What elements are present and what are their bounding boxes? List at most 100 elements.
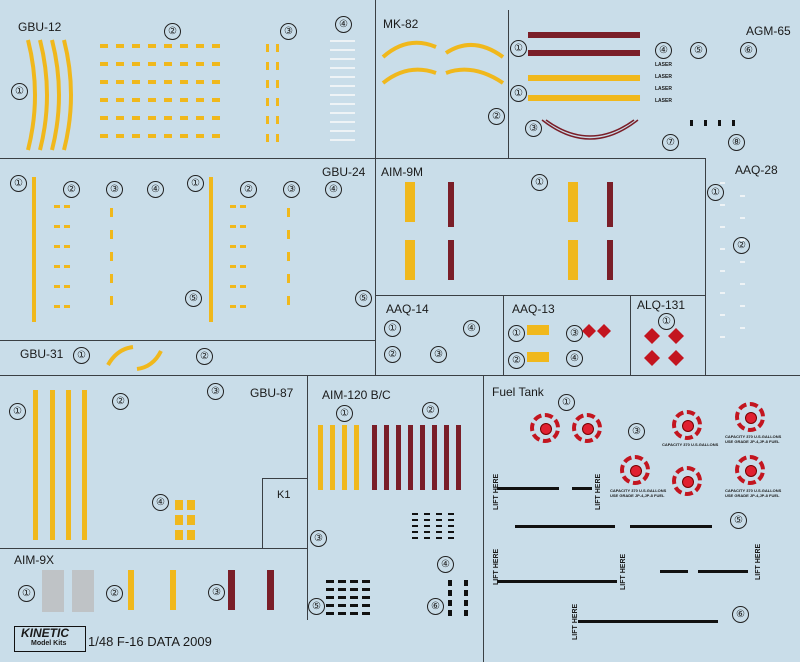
gbu24-stripe-decal xyxy=(287,230,290,239)
marker: ③ xyxy=(628,423,645,440)
aaq28-small-decal xyxy=(740,305,745,307)
laser-decal: LASER xyxy=(655,98,672,104)
marker: ① xyxy=(10,175,27,192)
gbu12-stripe-decal xyxy=(266,62,269,70)
alq131-warning-decals xyxy=(644,328,684,366)
gbu24-stripe-decal xyxy=(287,208,290,217)
gbu12-small-decal xyxy=(212,134,220,138)
gbu24-stripe xyxy=(209,177,213,322)
k1-label: K1 xyxy=(277,489,291,501)
gbu24-small-decal xyxy=(64,265,70,268)
gbu12-stripe-decal xyxy=(276,62,279,70)
aim120-small-decal xyxy=(448,590,452,596)
marker: ③ xyxy=(525,120,542,137)
divider xyxy=(307,375,308,620)
gbu24-small-decal xyxy=(54,245,60,248)
marker: ⑥ xyxy=(740,42,757,59)
gbu12-small-decal xyxy=(116,98,124,102)
gbu12-small-decal xyxy=(132,62,140,66)
gbu24-stripe-decal xyxy=(110,274,113,283)
marker: ① xyxy=(384,320,401,337)
aim120-text-decal xyxy=(448,513,454,515)
aim9m-band-red xyxy=(448,240,454,280)
laser-decal: LASER xyxy=(655,74,672,80)
aim120-text-decal xyxy=(326,596,334,599)
lift-label: LIFT HERE xyxy=(620,554,627,590)
marker: ④ xyxy=(566,350,583,367)
aim9x-band-red xyxy=(267,570,274,610)
aim9m-band xyxy=(568,182,578,222)
aim120-text-decal xyxy=(424,537,430,539)
marker: ② xyxy=(384,346,401,363)
gbu24-small-decal xyxy=(230,205,236,208)
sheet-title: 1/48 F-16 DATA 2009 xyxy=(88,634,212,649)
divider xyxy=(262,478,307,479)
aim120-band-red xyxy=(456,425,461,490)
marker: ① xyxy=(558,394,575,411)
aim120-text-decal xyxy=(350,604,358,607)
gbu12-small-decal xyxy=(100,44,108,48)
aim120-text-decal xyxy=(338,588,346,591)
aim120-band-red xyxy=(372,425,377,490)
aim120-band-red xyxy=(396,425,401,490)
aaq28-small-decal xyxy=(720,270,725,272)
gbu12-small-decal xyxy=(164,116,172,120)
gbu12-small-decal xyxy=(148,80,156,84)
marker: ④ xyxy=(152,494,169,511)
gbu12-text-decal xyxy=(330,139,355,141)
gbu12-small-decal xyxy=(148,44,156,48)
gbu24-stripe xyxy=(32,177,36,322)
marker: ① xyxy=(18,585,35,602)
marker: ③ xyxy=(106,181,123,198)
lift-bar xyxy=(497,487,559,490)
title-gbu12: GBU-12 xyxy=(18,20,62,34)
gbu12-small-decal xyxy=(212,62,220,66)
aim120-text-decal xyxy=(412,531,418,533)
agm65-band-yellow xyxy=(528,75,640,81)
gbu12-stripe-decal xyxy=(276,134,279,142)
aaq28-small-decal xyxy=(720,336,725,338)
gbu87-stripe xyxy=(82,390,87,540)
marker: ② xyxy=(488,108,505,125)
logo-sub: Model Kits xyxy=(31,640,67,647)
capacity-text: CAPACITY 370 U.S.GALLONS xyxy=(725,488,782,493)
marker: ① xyxy=(510,40,527,57)
gbu12-small-decal xyxy=(132,116,140,120)
gbu12-small-decal xyxy=(148,116,156,120)
gbu12-small-decal xyxy=(100,98,108,102)
marker: ① xyxy=(73,347,90,364)
gbu12-stripe-decal xyxy=(266,98,269,106)
aim120-text-decal xyxy=(424,531,430,533)
gbu87-block xyxy=(187,515,195,525)
aim120-text-decal xyxy=(362,612,370,615)
gbu12-small-decal xyxy=(180,62,188,66)
gbu12-small-decal xyxy=(164,98,172,102)
gbu24-small-decal xyxy=(230,285,236,288)
aim9m-band-red xyxy=(448,182,454,227)
aim120-text-decal xyxy=(412,513,418,515)
aim120-small-decal xyxy=(464,580,468,586)
gbu12-small-decal xyxy=(100,134,108,138)
gbu12-text-decal xyxy=(330,40,355,42)
lift-bar xyxy=(578,620,718,623)
title-aaq28: AAQ-28 xyxy=(735,163,778,177)
marker: ② xyxy=(508,352,525,369)
aim120-text-decal xyxy=(436,519,442,521)
divider xyxy=(375,0,376,375)
gbu12-small-decal xyxy=(164,134,172,138)
aim120-text-decal xyxy=(350,612,358,615)
gbu12-small-decal xyxy=(212,44,220,48)
marker: ② xyxy=(63,181,80,198)
aim120-text-decal xyxy=(362,588,370,591)
gbu12-stripe-decal xyxy=(266,44,269,52)
aim120-text-decal xyxy=(326,580,334,583)
gbu12-text-decal xyxy=(330,76,355,78)
gbu12-small-decal xyxy=(148,98,156,102)
gbu24-small-decal xyxy=(64,205,70,208)
aim9x-band-red xyxy=(228,570,235,610)
aim9m-band xyxy=(568,240,578,280)
gbu12-small-decal xyxy=(116,80,124,84)
agm65-arc-decal xyxy=(541,119,639,140)
gbu24-small-decal xyxy=(240,305,246,308)
aim120-band-yellow xyxy=(330,425,335,490)
